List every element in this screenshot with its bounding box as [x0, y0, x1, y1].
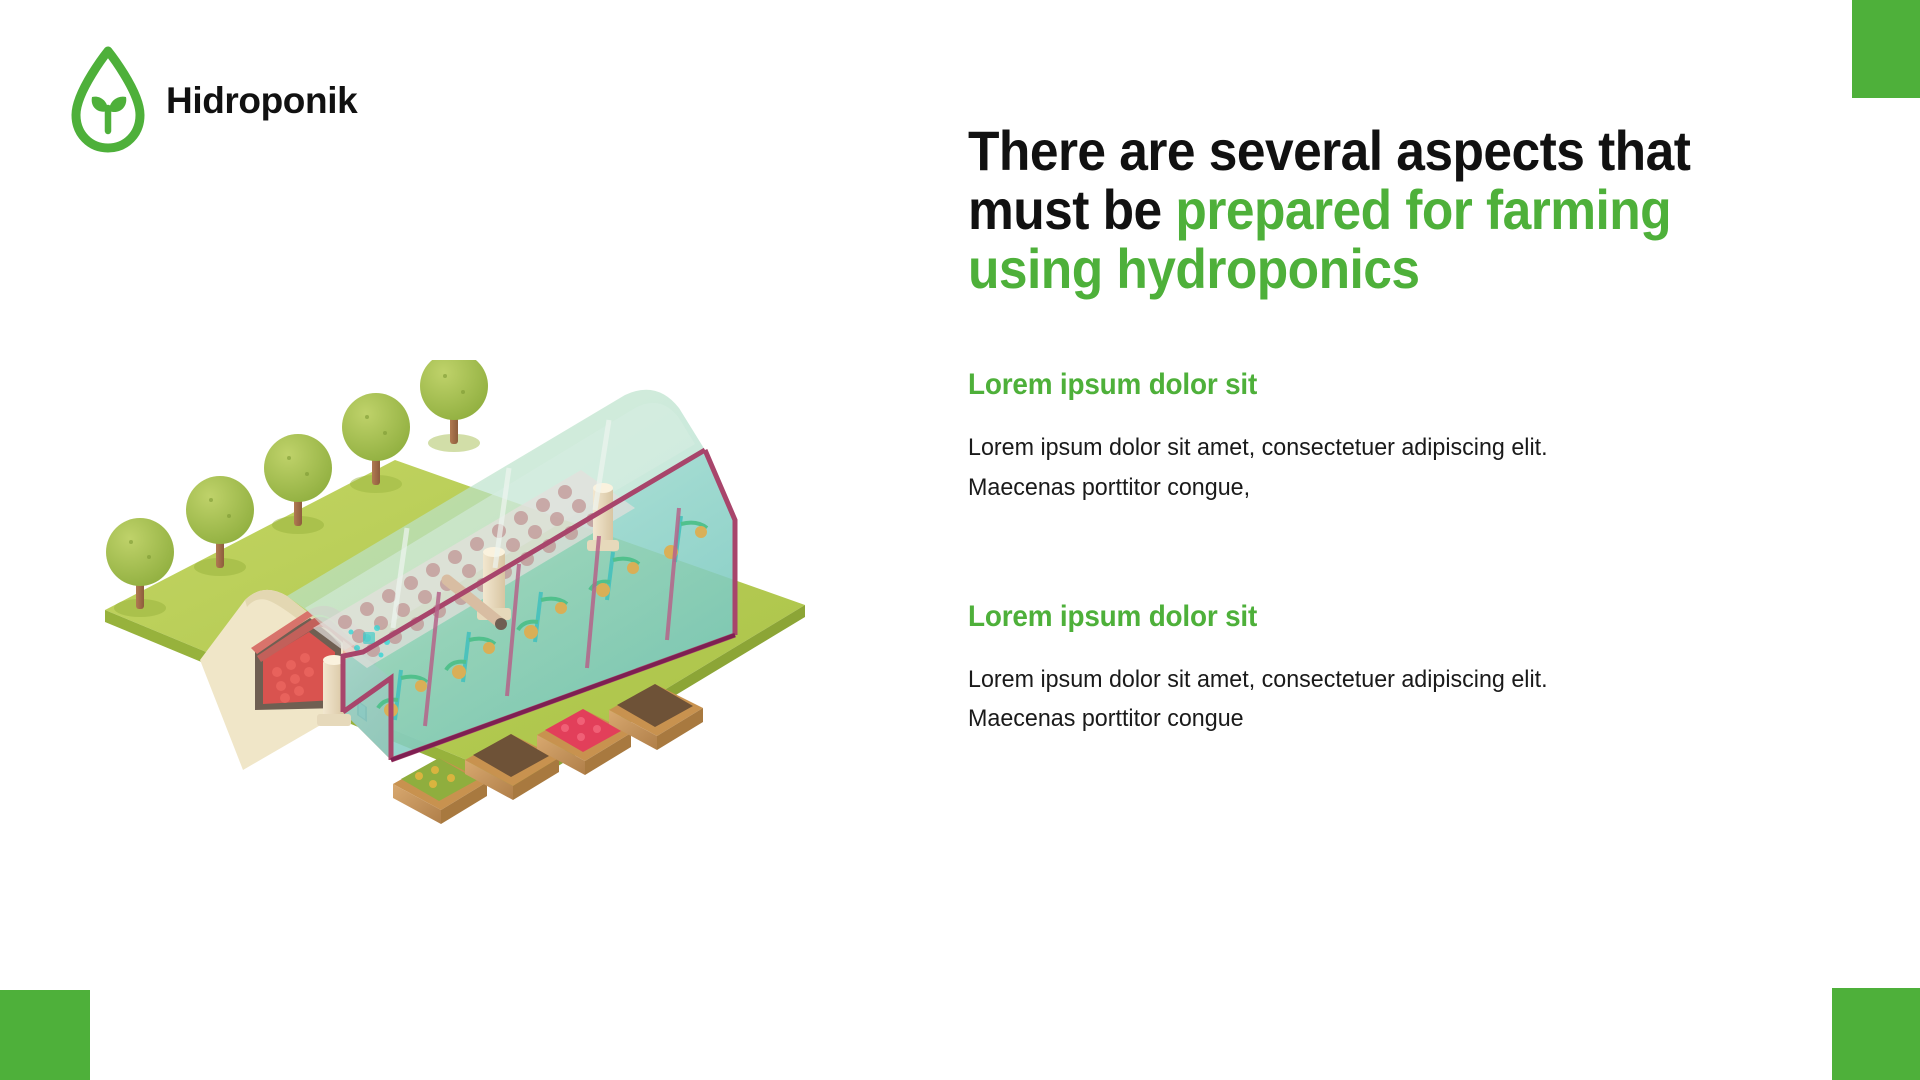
crate	[465, 734, 559, 800]
brand-name: Hidroponik	[166, 80, 358, 121]
irrigation-arm	[441, 574, 507, 630]
produce-crates	[393, 684, 703, 824]
greenhouse-svg	[105, 360, 805, 824]
section-body-2: Lorem ipsum dolor sit amet, consectetuer…	[968, 665, 1548, 733]
greenhouse-illustration	[95, 360, 815, 860]
headline-line-1: There are several aspects that	[968, 119, 1691, 182]
tomato-plants	[376, 515, 709, 721]
headline-line-2-black: must be	[968, 177, 1176, 241]
greenhouse-glazing-bars	[390, 419, 612, 629]
decorative-block-bottom-left	[0, 990, 90, 1080]
tree	[264, 434, 332, 534]
decorative-block-top-right	[1852, 0, 1920, 98]
water-drop-sprout-icon	[71, 46, 145, 153]
tree-row	[106, 360, 488, 617]
sprinkler-spray	[348, 625, 390, 658]
section-title-1: Lorem ipsum dolor sit	[968, 368, 1258, 402]
base-edge	[390, 633, 736, 762]
tree	[420, 360, 488, 452]
headline-line-3-accent: using hydroponics	[968, 236, 1420, 300]
decorative-block-bottom-right	[1832, 988, 1920, 1080]
section-body-1: Lorem ipsum dolor sit amet, consectetuer…	[968, 434, 1548, 502]
tree	[186, 476, 254, 576]
crate	[393, 758, 487, 824]
crate	[537, 709, 631, 775]
tree	[342, 393, 410, 493]
headline-line-2-accent: prepared for farming	[1175, 177, 1672, 241]
section-title-2: Lorem ipsum dolor sit	[968, 599, 1258, 633]
brand-lockup: Hidroponik	[66, 45, 358, 157]
crate	[609, 684, 703, 750]
section-block-1: Lorem ipsum dolor sit Lorem ipsum dolor …	[968, 368, 1798, 507]
section-block-2: Lorem ipsum dolor sit Lorem ipsum dolor …	[968, 600, 1798, 739]
greenhouse-frame-inner	[423, 507, 681, 727]
tree	[106, 518, 174, 617]
produce-inside-door	[263, 632, 335, 704]
